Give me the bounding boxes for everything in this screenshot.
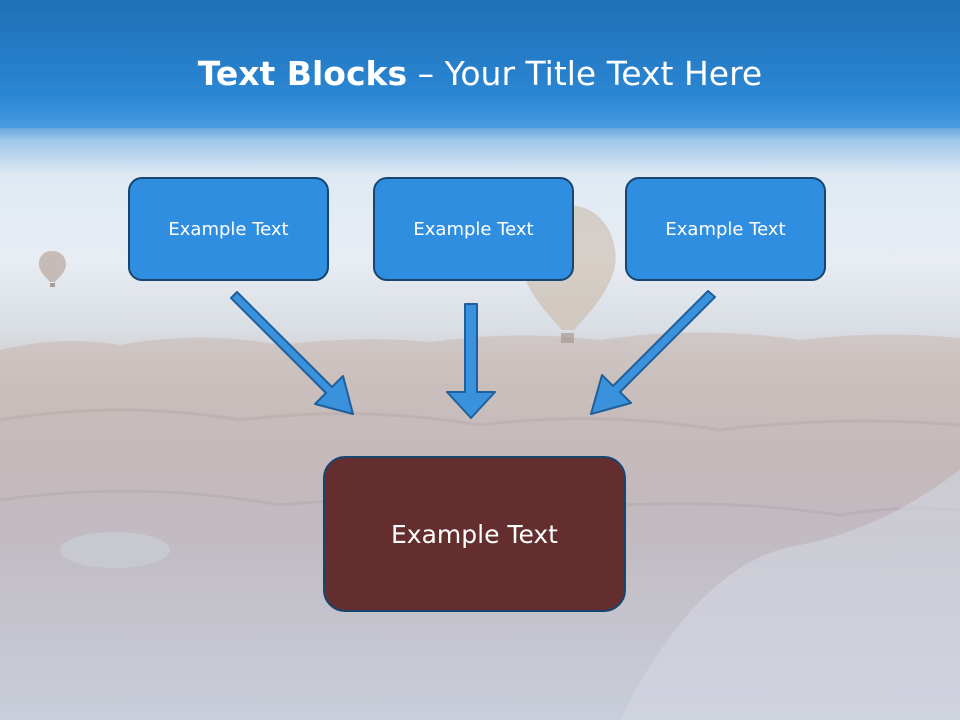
- arrow-right: [590, 290, 716, 415]
- target-block-label: Example Text: [391, 519, 558, 549]
- text-block-3-label: Example Text: [665, 218, 786, 240]
- text-block-2-label: Example Text: [413, 218, 534, 240]
- title-separator: –: [407, 54, 445, 93]
- text-block-2: Example Text: [373, 177, 574, 281]
- title-bold: Text Blocks: [197, 54, 408, 93]
- arrow-left: [230, 291, 354, 415]
- title-rest: Your Title Text Here: [444, 54, 763, 93]
- slide-title: Text Blocks – Your Title Text Here: [0, 54, 960, 93]
- header-band: [0, 0, 960, 128]
- text-block-1-label: Example Text: [168, 218, 289, 240]
- arrow-center: [446, 303, 496, 419]
- text-block-1: Example Text: [128, 177, 329, 281]
- text-block-3: Example Text: [625, 177, 826, 281]
- target-block: Example Text: [323, 456, 626, 612]
- balloon-small: [38, 251, 66, 287]
